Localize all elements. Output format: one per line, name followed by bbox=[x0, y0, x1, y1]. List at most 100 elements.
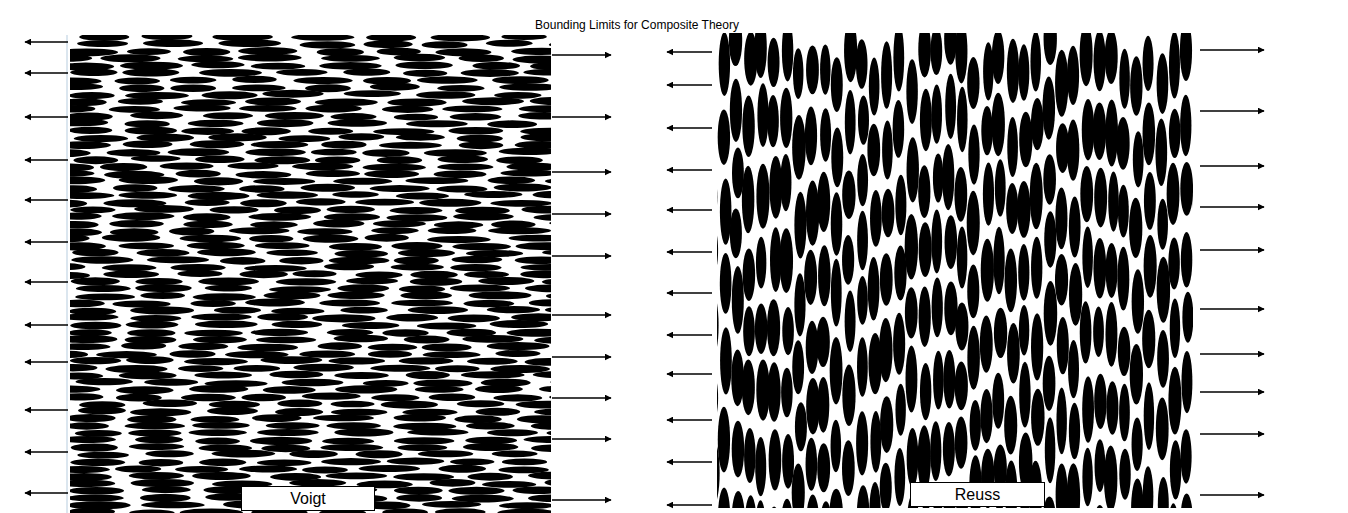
fiber bbox=[857, 485, 870, 508]
fiber bbox=[394, 54, 446, 62]
fiber bbox=[529, 299, 551, 306]
fiber bbox=[521, 206, 551, 214]
fiber bbox=[820, 44, 830, 94]
fiber bbox=[512, 56, 551, 64]
fiber bbox=[276, 69, 328, 76]
fiber bbox=[291, 35, 354, 41]
fiber bbox=[321, 55, 380, 62]
fiber bbox=[272, 321, 323, 328]
fiber bbox=[292, 270, 336, 277]
fiber bbox=[804, 250, 817, 305]
fiber bbox=[70, 422, 109, 429]
fiber bbox=[1180, 33, 1192, 81]
fiber bbox=[442, 106, 502, 113]
fiber bbox=[387, 458, 445, 465]
fiber bbox=[229, 227, 290, 234]
fiber bbox=[755, 33, 767, 78]
fiber bbox=[324, 263, 374, 270]
fiber bbox=[183, 48, 230, 56]
fiber bbox=[744, 428, 756, 483]
load-arrow bbox=[25, 409, 68, 410]
fiber bbox=[126, 356, 174, 364]
fiber bbox=[880, 463, 892, 508]
fiber bbox=[311, 149, 357, 156]
fiber bbox=[1069, 403, 1080, 460]
fiber bbox=[792, 464, 805, 508]
fiber bbox=[139, 459, 184, 466]
load-arrow bbox=[25, 72, 68, 73]
fiber bbox=[1143, 36, 1154, 91]
label-box: Reuss bbox=[910, 482, 1045, 507]
load-arrow bbox=[667, 504, 712, 505]
fiber bbox=[1104, 445, 1117, 508]
load-arrow bbox=[1200, 206, 1264, 207]
fiber bbox=[829, 489, 842, 508]
fiber bbox=[199, 69, 262, 77]
fiber bbox=[457, 135, 503, 143]
fiber bbox=[856, 39, 868, 89]
fiber bbox=[945, 74, 956, 139]
fiber bbox=[142, 486, 191, 493]
fiber bbox=[1082, 448, 1092, 506]
fiber bbox=[533, 191, 551, 199]
fiber bbox=[820, 108, 831, 162]
fiber bbox=[1182, 292, 1193, 343]
fiber bbox=[983, 42, 993, 100]
fiber bbox=[70, 508, 115, 513]
fiber bbox=[1044, 211, 1056, 267]
fiber bbox=[1118, 327, 1131, 376]
fiber bbox=[767, 95, 779, 147]
fiber bbox=[105, 365, 167, 373]
fiber bbox=[519, 105, 551, 112]
fiber bbox=[257, 313, 308, 321]
fiber bbox=[1143, 466, 1154, 508]
fiber bbox=[545, 178, 551, 185]
fiber bbox=[274, 207, 321, 214]
fiber bbox=[1168, 238, 1179, 290]
fiber bbox=[263, 292, 320, 300]
fiber bbox=[370, 365, 430, 372]
fiber bbox=[363, 40, 412, 48]
fiber bbox=[717, 226, 718, 275]
fiber bbox=[1067, 120, 1079, 181]
fiber bbox=[1181, 232, 1192, 287]
fiber bbox=[983, 163, 994, 226]
fiber bbox=[1157, 199, 1168, 250]
fiber bbox=[842, 170, 855, 219]
fiber bbox=[417, 322, 477, 329]
fiber bbox=[102, 234, 160, 242]
fiber bbox=[454, 415, 501, 423]
fiber bbox=[118, 192, 177, 199]
fiber bbox=[300, 41, 356, 48]
fiber bbox=[1180, 162, 1193, 216]
fiber bbox=[328, 357, 385, 364]
fiber bbox=[767, 299, 780, 356]
fiber bbox=[1057, 317, 1069, 374]
fiber bbox=[128, 430, 181, 437]
fiber bbox=[399, 357, 454, 364]
fiber bbox=[857, 337, 868, 396]
fiber bbox=[335, 385, 397, 393]
fiber bbox=[1093, 102, 1106, 160]
fiber bbox=[755, 500, 766, 508]
load-arrow bbox=[667, 334, 712, 335]
fiber bbox=[175, 466, 228, 473]
fiber bbox=[1143, 102, 1156, 165]
fiber bbox=[185, 199, 230, 206]
fiber bbox=[453, 213, 514, 221]
fiber bbox=[881, 41, 892, 109]
fiber bbox=[1082, 99, 1095, 160]
fiber bbox=[70, 414, 116, 422]
fiber bbox=[170, 77, 217, 84]
fiber bbox=[732, 148, 744, 199]
fiber bbox=[1007, 323, 1020, 384]
fiber bbox=[125, 127, 177, 135]
fiber bbox=[464, 271, 509, 278]
fiber bbox=[544, 479, 551, 487]
fiber bbox=[1129, 198, 1142, 258]
fiber bbox=[462, 335, 523, 343]
fiber bbox=[120, 62, 183, 70]
fiber bbox=[70, 487, 124, 494]
fiber bbox=[1157, 330, 1169, 388]
fiber bbox=[1156, 397, 1169, 460]
